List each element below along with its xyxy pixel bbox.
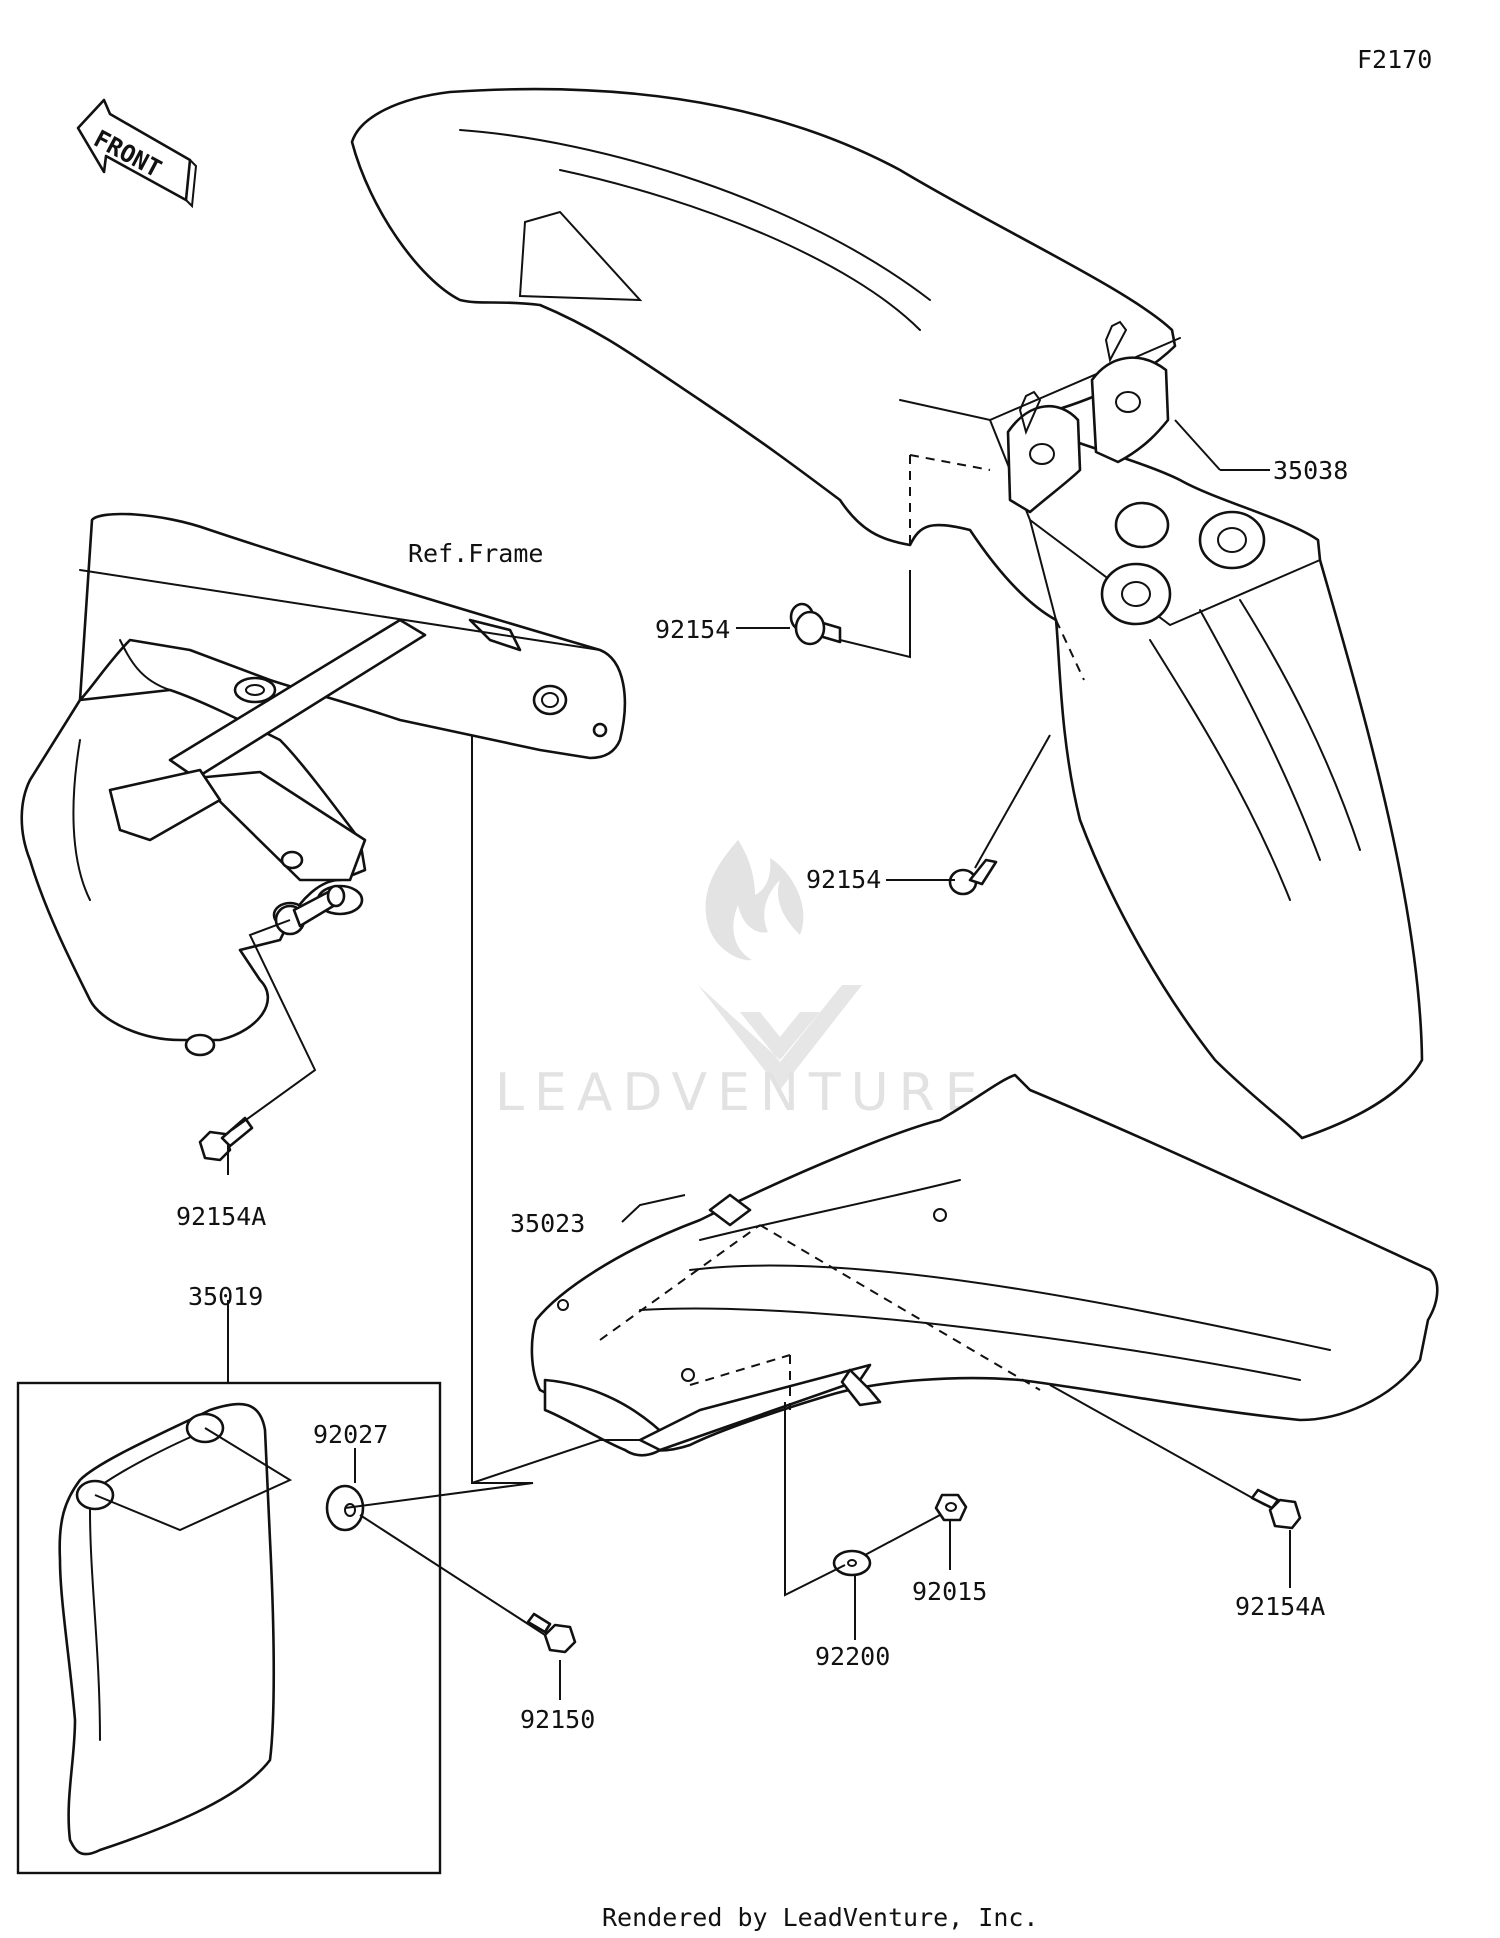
label-35023: 35023 — [510, 1209, 585, 1238]
nut-92015-icon — [934, 1493, 968, 1522]
label-92154-mid: 92154 — [806, 865, 881, 894]
washer-92200-icon — [832, 1549, 872, 1577]
front-fender-lower — [530, 1073, 1439, 1457]
bolt-92154A-left-icon — [198, 1116, 254, 1162]
bolt-92154-mid-icon — [948, 858, 998, 896]
frame-reference — [20, 512, 627, 1057]
label-92015: 92015 — [912, 1577, 987, 1606]
label-92150: 92150 — [520, 1705, 595, 1734]
front-arrow-icon: FRONT — [76, 98, 198, 209]
front-fender-upper — [350, 87, 1424, 1140]
label-92154A-left: 92154A — [176, 1202, 266, 1231]
bolt-92150-icon — [526, 1612, 577, 1654]
watermark-text: LEADVENTURE — [495, 1063, 988, 1123]
bolt-92154-top-icon — [789, 602, 842, 646]
leadventure-watermark: LEADVENTURE — [495, 840, 988, 1123]
label-35038: 35038 — [1273, 456, 1348, 485]
diagram-code: F2170 — [1357, 45, 1432, 74]
hardware — [198, 602, 1302, 1654]
label-35019: 35019 — [188, 1282, 263, 1311]
leader-lines — [227, 419, 1291, 1700]
ref-frame-label: Ref.Frame — [408, 539, 543, 568]
labels: F2170 35038 Ref.Frame 92154 92154 92154A… — [176, 45, 1432, 1932]
bolt-92154A-right-icon — [1250, 1488, 1302, 1530]
collar-frame-icon — [274, 884, 346, 936]
label-92154A-right: 92154A — [1235, 1592, 1325, 1621]
label-92027: 92027 — [313, 1420, 388, 1449]
footer-credit: Rendered by LeadVenture, Inc. — [602, 1903, 1039, 1932]
fender-kit-box — [16, 1381, 442, 1875]
label-92154-top: 92154 — [655, 615, 730, 644]
label-92200: 92200 — [815, 1642, 890, 1671]
